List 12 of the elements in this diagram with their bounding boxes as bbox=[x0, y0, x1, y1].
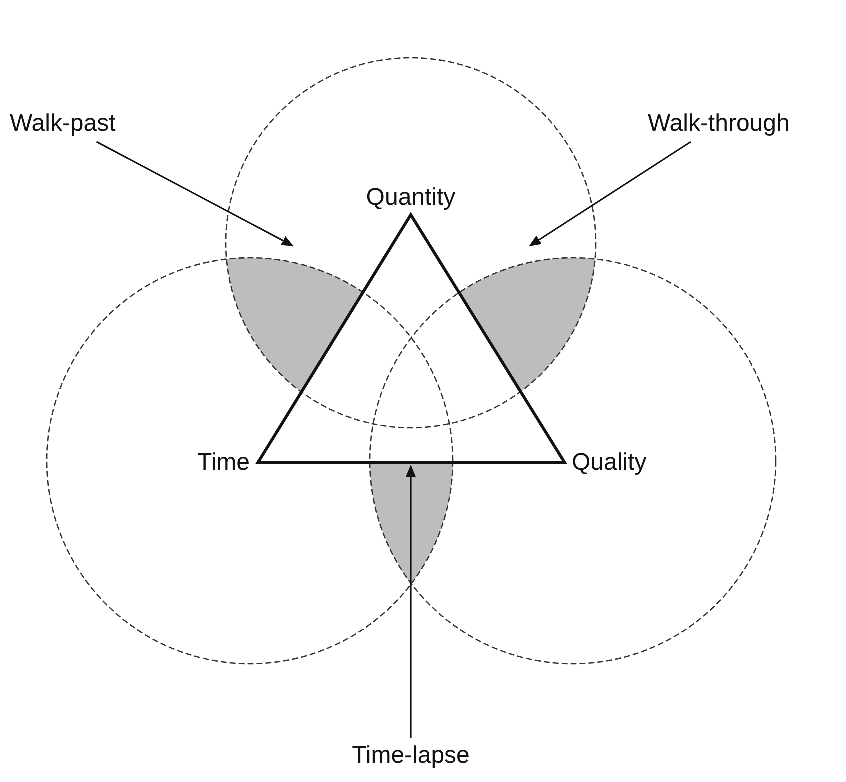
callout-label: Time-lapse bbox=[352, 742, 470, 770]
leader-arrow bbox=[406, 465, 416, 738]
callout-label: Walk-past bbox=[10, 110, 116, 138]
shaded-overlap bbox=[370, 463, 453, 584]
callout-label: Walk-through bbox=[648, 110, 790, 138]
vertex-label: Quality bbox=[572, 449, 647, 477]
leader-arrow bbox=[96, 141, 294, 247]
leader-arrow bbox=[529, 141, 692, 247]
vertex-label: Quantity bbox=[366, 184, 456, 212]
vertex-label: Time bbox=[198, 449, 250, 477]
shaded-overlap bbox=[226, 258, 364, 392]
shaded-overlap bbox=[459, 258, 596, 392]
